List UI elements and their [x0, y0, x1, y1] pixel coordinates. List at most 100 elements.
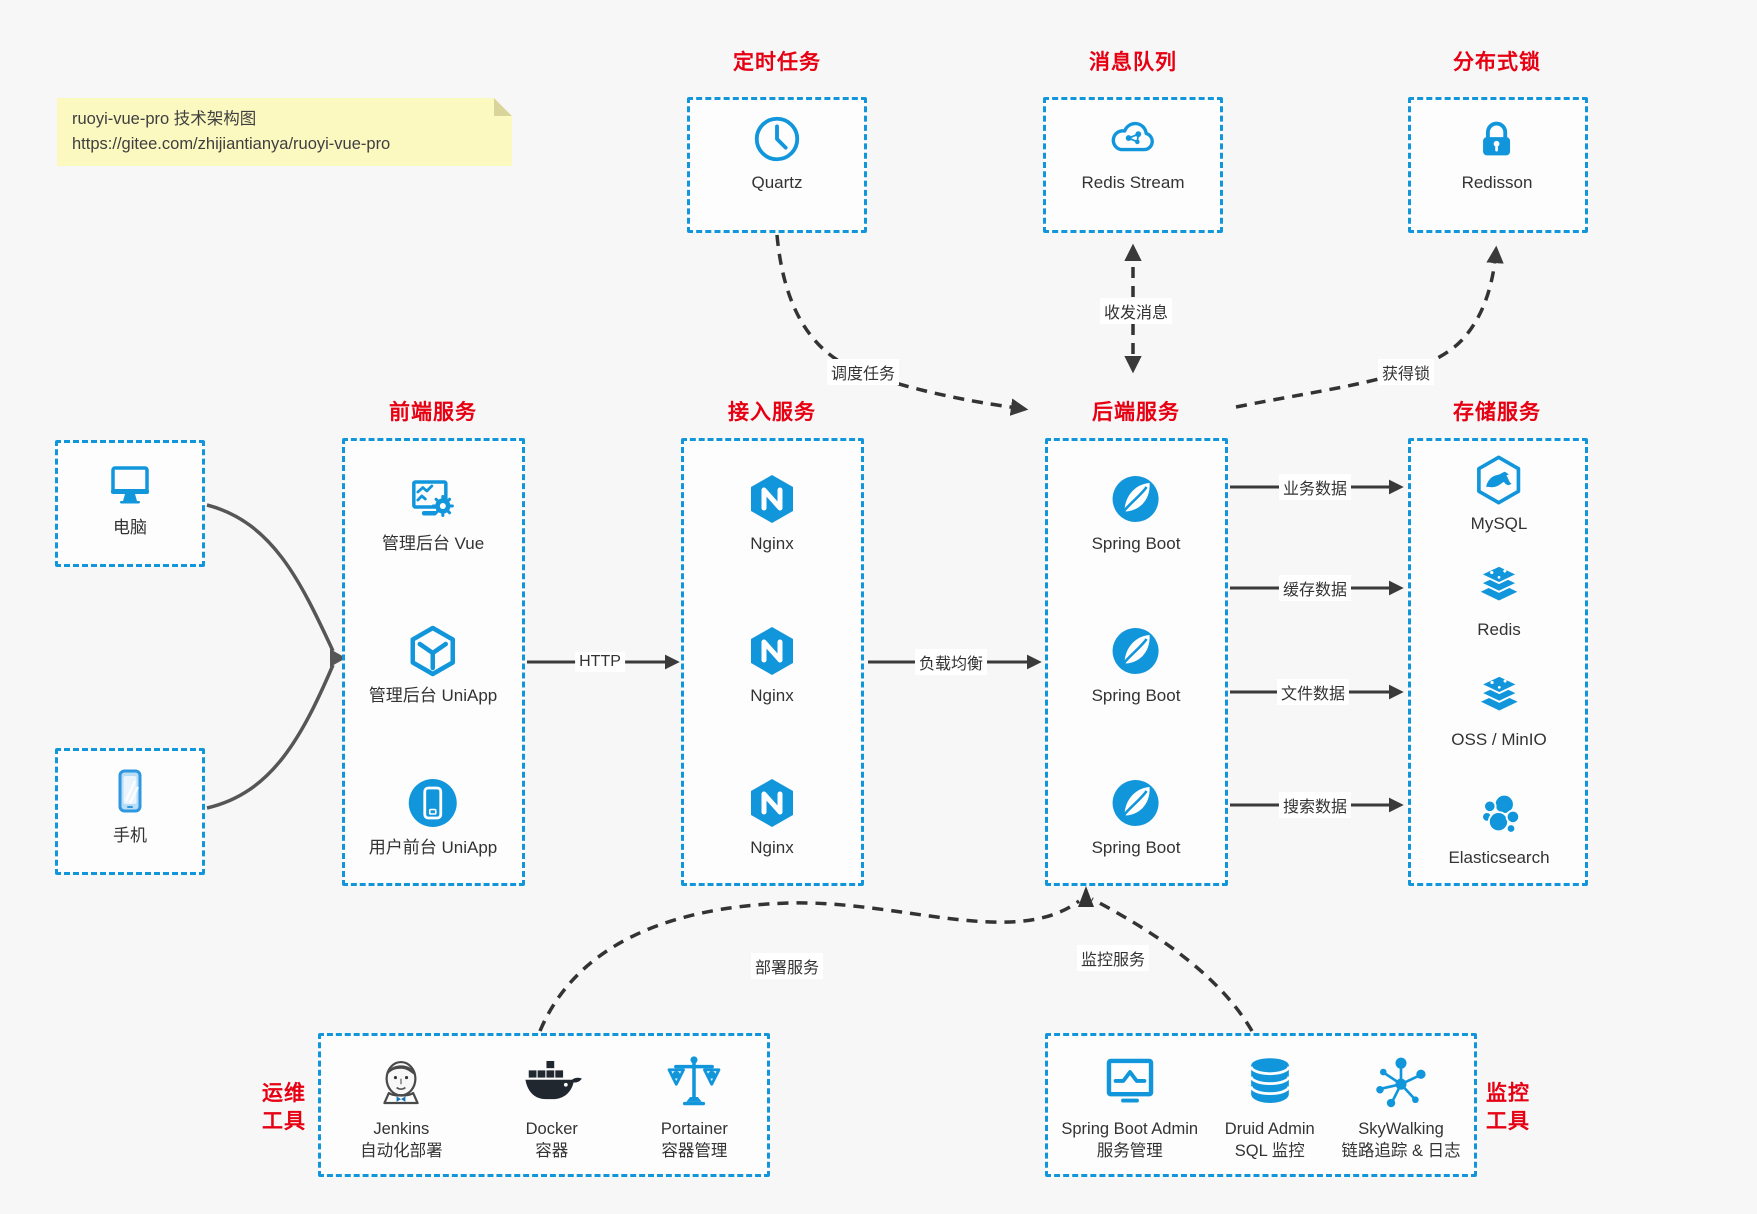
- group-title-ops-tools: 运维 工具: [262, 1080, 306, 1136]
- docker-icon: [521, 1051, 583, 1113]
- node-quartz: Quartz: [750, 112, 804, 193]
- nginx-icon: [744, 775, 800, 831]
- edge-pc-to-frontend: [206, 503, 335, 652]
- group-title-frontend-services: 前端服务: [389, 401, 477, 424]
- node-phone: 手机: [102, 763, 158, 846]
- node-nginx-1: Nginx: [744, 471, 800, 554]
- node-label: Nginx: [750, 838, 794, 857]
- node-jenkins: Jenkins 自动化部署: [360, 1051, 443, 1162]
- node-label: Quartz: [751, 173, 803, 192]
- edge-acquire-lock: [1235, 245, 1504, 409]
- node-admin-uniapp: 管理后台 UniApp: [369, 623, 497, 706]
- scheduled-task-box: [687, 97, 867, 233]
- node-redis-stream: Redis Stream: [1082, 112, 1184, 193]
- node-sublabel: SQL 监控: [1234, 1142, 1305, 1160]
- distributed-lock-box: [1408, 97, 1588, 233]
- node-nginx-3: Nginx: [744, 775, 800, 858]
- group-title-distributed-lock: 分布式锁: [1453, 51, 1541, 74]
- node-label: Druid Admin: [1224, 1120, 1315, 1138]
- deploy-monitor-arrowhead: [1078, 886, 1094, 907]
- node-portainer: Portainer 容器管理: [661, 1051, 728, 1162]
- node-sublabel: 自动化部署: [360, 1142, 443, 1160]
- lock-icon: [1470, 112, 1524, 166]
- nginx-icon: [744, 623, 800, 679]
- monitor-title-line1: 监控: [1486, 1082, 1530, 1105]
- node-pc: 电脑: [102, 455, 158, 538]
- admin-dashboard-icon: [405, 471, 461, 527]
- node-label: SkyWalking: [1358, 1120, 1444, 1138]
- clock-icon: [750, 112, 804, 166]
- edge-label-business-data: 业务数据: [1278, 474, 1352, 500]
- jenkins-icon: [370, 1051, 432, 1113]
- monitor-tools-box: Spring Boot Admin 服务管理 Druid Admin SQL 监…: [1045, 1033, 1477, 1177]
- edge-label-search-data: 搜索数据: [1278, 792, 1352, 818]
- portainer-icon: [663, 1051, 725, 1113]
- mobile-app-icon: [405, 775, 461, 831]
- layer-stack-icon: [1472, 669, 1526, 723]
- node-sublabel: 链路追踪 & 日志: [1341, 1142, 1461, 1160]
- node-redisson: Redisson: [1462, 112, 1532, 193]
- edge-label-http: HTTP: [575, 652, 625, 672]
- node-redis: Redis: [1472, 559, 1526, 640]
- mysql-icon: [1472, 453, 1526, 507]
- ops-title-line1: 运维: [262, 1082, 306, 1105]
- message-queue-box: [1043, 97, 1223, 233]
- node-label: Nginx: [750, 534, 794, 553]
- group-title-scheduled-task: 定时任务: [733, 51, 821, 74]
- ops-title-line2: 工具: [262, 1110, 306, 1133]
- layer-stack-icon: [1472, 559, 1526, 613]
- node-user-uniapp: 用户前台 UniApp: [369, 775, 497, 858]
- node-label: Jenkins: [373, 1120, 430, 1138]
- group-title-storage-services: 存储服务: [1453, 401, 1541, 424]
- note-title: ruoyi-vue-pro 技术架构图: [72, 110, 257, 128]
- group-title-gateway-services: 接入服务: [728, 401, 816, 424]
- edge-label-deploy-service: 部署服务: [750, 953, 824, 979]
- smartphone-icon: [102, 763, 158, 819]
- node-label: MySQL: [1470, 514, 1528, 533]
- edge-label-file-data: 文件数据: [1276, 679, 1350, 705]
- node-label: 管理后台 UniApp: [368, 686, 498, 705]
- node-label: Docker: [525, 1120, 578, 1138]
- edge-label-cache-data: 缓存数据: [1278, 575, 1352, 601]
- skywalking-icon: [1370, 1051, 1432, 1113]
- note-fold-icon: [494, 98, 512, 116]
- node-springboot-2: Spring Boot: [1092, 623, 1180, 706]
- node-label: Nginx: [750, 686, 794, 705]
- node-druid-admin: Druid Admin SQL 监控: [1225, 1051, 1315, 1162]
- node-label: Portainer: [660, 1120, 728, 1138]
- node-label: Elasticsearch: [1448, 848, 1550, 867]
- node-oss-minio: OSS / MinIO: [1451, 669, 1547, 750]
- node-skywalking: SkyWalking 链路追踪 & 日志: [1341, 1051, 1461, 1162]
- edge-label-send-receive-message: 收发消息: [1099, 298, 1173, 324]
- spring-boot-icon: [1108, 471, 1164, 527]
- cube-icon: [405, 623, 461, 679]
- desktop-icon: [102, 455, 158, 511]
- node-label: OSS / MinIO: [1451, 730, 1547, 749]
- node-spring-boot-admin: Spring Boot Admin 服务管理: [1061, 1051, 1198, 1162]
- druid-database-icon: [1239, 1051, 1301, 1113]
- monitor-title-line2: 工具: [1486, 1110, 1530, 1133]
- group-title-monitor-tools: 监控 工具: [1486, 1080, 1530, 1136]
- node-label: Spring Boot: [1091, 838, 1181, 857]
- sticky-note: ruoyi-vue-pro 技术架构图 https://gitee.com/zh…: [57, 98, 512, 166]
- group-title-message-queue: 消息队列: [1089, 51, 1177, 74]
- node-label: 电脑: [113, 518, 147, 537]
- node-mysql: MySQL: [1470, 453, 1528, 534]
- group-title-backend-services: 后端服务: [1092, 401, 1180, 424]
- node-label: 管理后台 Vue: [381, 534, 485, 553]
- edge-schedule-task: [775, 234, 1029, 416]
- node-label: 用户前台 UniApp: [368, 838, 498, 857]
- note-url: https://gitee.com/zhijiantianya/ruoyi-vu…: [72, 135, 391, 153]
- node-admin-vue: 管理后台 Vue: [382, 471, 484, 554]
- node-label: Spring Boot: [1091, 534, 1181, 553]
- node-elasticsearch: Elasticsearch: [1448, 787, 1550, 868]
- edge-label-monitor-service: 监控服务: [1076, 945, 1150, 971]
- edge-label-acquire-lock: 获得锁: [1377, 359, 1435, 385]
- elasticsearch-icon: [1472, 787, 1526, 841]
- spring-boot-icon: [1108, 775, 1164, 831]
- edge-label-load-balance: 负载均衡: [914, 649, 988, 675]
- node-springboot-3: Spring Boot: [1091, 775, 1181, 858]
- node-springboot-1: Spring Boot: [1091, 471, 1181, 554]
- node-label: Spring Boot Admin: [1061, 1120, 1199, 1138]
